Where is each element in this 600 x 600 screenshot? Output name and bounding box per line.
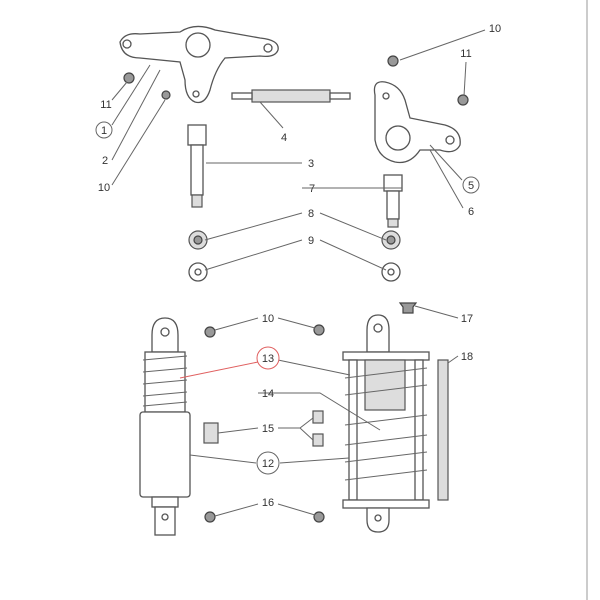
callout-2: 2 — [102, 155, 108, 167]
bolt-3 — [187, 124, 207, 208]
callout-6: 6 — [468, 206, 474, 218]
rod-18 — [437, 359, 449, 501]
callout-11: 11 — [460, 48, 471, 60]
callout-4: 4 — [281, 132, 287, 144]
nut-8-left-hole — [193, 235, 203, 245]
callout-circle-5 — [462, 176, 480, 194]
cap-17 — [398, 302, 418, 314]
leader-lines — [111, 29, 486, 517]
washer-9-left-hole — [194, 268, 202, 276]
callout-8: 8 — [308, 208, 314, 220]
callout-circle-13 — [256, 346, 280, 370]
nut-16-right — [313, 511, 325, 523]
callout-1: 1 — [101, 125, 107, 137]
callout-17: 17 — [461, 313, 473, 325]
shock-absorber-right — [342, 314, 430, 533]
nut-16-left — [204, 511, 216, 523]
washer-9-right-hole — [387, 268, 395, 276]
nut-8-right-hole — [386, 235, 396, 245]
nut-11-right — [457, 94, 469, 106]
callout-5: 5 — [468, 180, 474, 192]
callout-14: 14 — [262, 388, 274, 400]
callout-13: 13 — [262, 353, 274, 365]
callout-12: 12 — [262, 458, 274, 470]
bolt-7 — [383, 174, 403, 228]
rocker-arm-right — [373, 81, 461, 164]
callout-circle-12 — [256, 451, 280, 475]
callout-7: 7 — [309, 183, 315, 195]
callout-16: 16 — [262, 497, 274, 509]
bushing-15-a — [312, 410, 324, 424]
callout-18: 18 — [461, 351, 473, 363]
callout-9: 9 — [308, 235, 314, 247]
nut-11-left — [123, 72, 135, 84]
bushing-15-large — [203, 422, 219, 444]
pin-4 — [231, 89, 351, 103]
callout-3: 3 — [308, 158, 314, 170]
callout-11: 11 — [100, 99, 111, 111]
shock-absorber-left — [139, 317, 191, 536]
callout-15: 15 — [262, 423, 274, 435]
callout-10: 10 — [489, 23, 501, 35]
nut-10-lower-left — [204, 326, 216, 338]
nut-10-right — [387, 55, 399, 67]
bushing-15-b — [312, 433, 324, 447]
nut-10-lower-right — [313, 324, 325, 336]
rocker-arm-left — [119, 25, 279, 104]
callout-10: 10 — [98, 182, 110, 194]
callout-10: 10 — [262, 313, 274, 325]
washer-10-left — [161, 90, 171, 100]
callout-circle-1 — [95, 121, 113, 139]
